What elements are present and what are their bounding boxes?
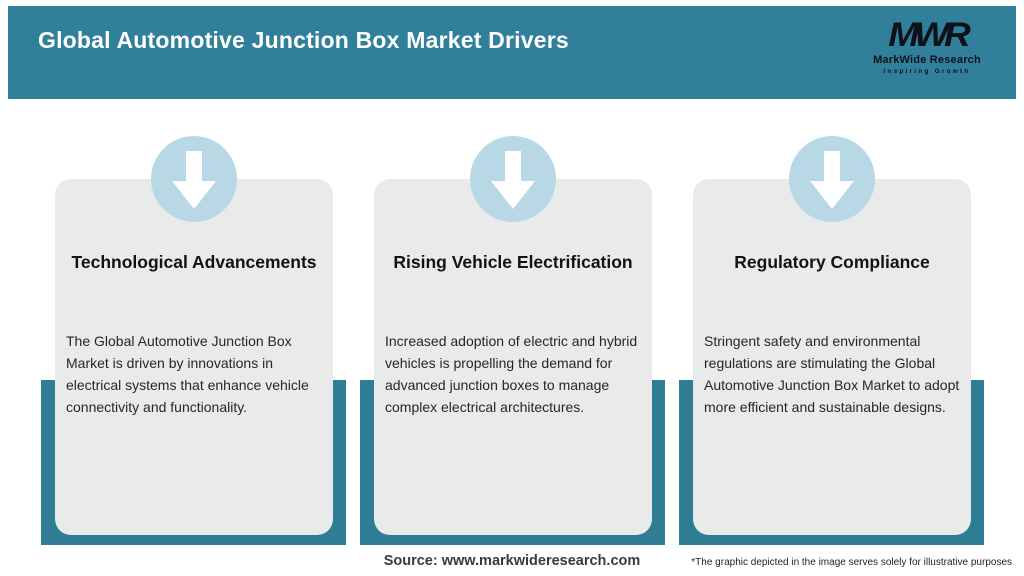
down-arrow-icon: [490, 151, 535, 209]
card-description: Stringent safety and environmental regul…: [704, 333, 960, 415]
card-surface: [693, 179, 971, 535]
disclaimer-text: *The graphic depicted in the image serve…: [691, 557, 1012, 568]
page-title: Global Automotive Junction Box Market Dr…: [38, 27, 569, 53]
card-title: Rising Vehicle Electrification: [393, 252, 633, 272]
driver-card-rising-vehicle-electrification: Rising Vehicle Electrification Increased…: [360, 136, 665, 546]
card-title: Regulatory Compliance: [734, 252, 930, 272]
card-surface: [55, 179, 333, 535]
arrow-circle: [788, 136, 875, 222]
markwide-logo: MWR MarkWide Research Inspiring Growth: [852, 16, 1002, 76]
down-arrow-icon: [809, 151, 854, 209]
arrow-circle: [150, 136, 237, 222]
driver-cards-row: Technological Advancements The Global Au…: [41, 136, 984, 546]
arrow-circle: [469, 136, 556, 222]
card-title: Technological Advancements: [71, 252, 317, 272]
card-description: The Global Automotive Junction Box Marke…: [66, 333, 309, 415]
logo-tagline: Inspiring Growth: [883, 68, 971, 75]
driver-card-regulatory-compliance: Regulatory Compliance Stringent safety a…: [679, 136, 984, 546]
card-description: Increased adoption of electric and hybri…: [385, 333, 638, 415]
logo-monogram: MWR: [888, 15, 970, 54]
down-arrow-icon: [171, 151, 216, 209]
card-surface: [374, 179, 652, 535]
logo-name: MarkWide Research: [873, 54, 981, 66]
source-text: Source: www.markwideresearch.com: [383, 553, 641, 569]
driver-card-technological-advancements: Technological Advancements The Global Au…: [41, 136, 346, 546]
header-bar: Global Automotive Junction Box Market Dr…: [8, 6, 1016, 99]
